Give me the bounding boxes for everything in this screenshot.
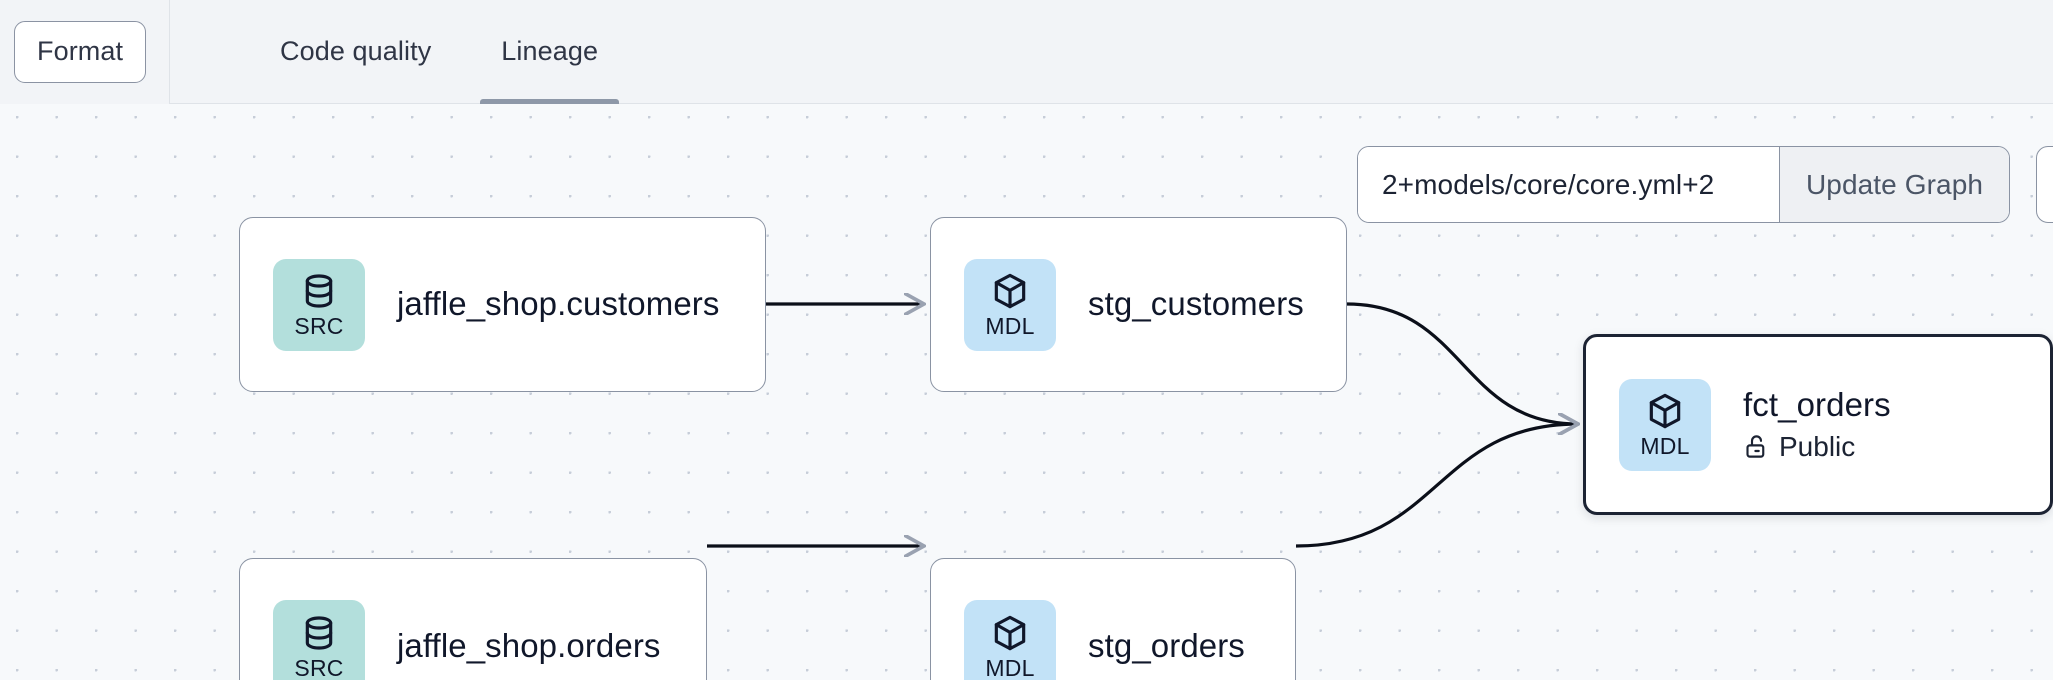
lineage-node-src-customers[interactable]: SRC jaffle_shop.customers [239, 217, 766, 392]
node-title: fct_orders [1743, 386, 1891, 424]
node-visibility: Public [1743, 431, 1891, 463]
node-body: stg_orders [1088, 627, 1245, 666]
node-body: jaffle_shop.orders [397, 627, 661, 666]
badge-mdl-label: MDL [1640, 433, 1690, 459]
node-title: stg_orders [1088, 626, 1245, 664]
tab-lineage[interactable]: Lineage [466, 0, 633, 104]
format-button[interactable]: Format [14, 20, 147, 83]
badge-src: SRC [273, 600, 365, 680]
node-title: jaffle_shop.customers [397, 285, 720, 323]
node-title: jaffle_shop.orders [397, 626, 661, 664]
badge-mdl-label: MDL [985, 313, 1035, 339]
lineage-node-stg-customers[interactable]: MDL stg_customers [930, 217, 1347, 392]
edge-stg-orders-to-fct-orders [1295, 424, 1578, 548]
editor-toolbar: Format Code quality Lineage [0, 0, 2053, 104]
graph-overflow-control[interactable] [2036, 146, 2053, 223]
lineage-node-stg-orders[interactable]: MDL stg_orders [930, 558, 1296, 680]
badge-mdl: MDL [964, 600, 1056, 680]
badge-mdl-label: MDL [985, 654, 1035, 680]
edge-stg-customers-to-fct-orders [1346, 302, 1578, 424]
tab-code-quality[interactable]: Code quality [245, 0, 466, 104]
unlock-icon [1746, 435, 1765, 459]
database-icon [305, 615, 333, 650]
graph-selector-toolbar: Update Graph [1357, 146, 2010, 223]
tab-lineage-label: Lineage [501, 36, 599, 66]
lineage-node-src-orders[interactable]: SRC jaffle_shop.orders [239, 558, 707, 680]
badge-mdl: MDL [964, 258, 1056, 351]
tab-code-quality-label: Code quality [280, 36, 432, 66]
database-icon [305, 274, 333, 308]
tab-underline-active [480, 98, 620, 104]
badge-mdl: MDL [1619, 378, 1711, 471]
update-graph-button[interactable]: Update Graph [1779, 147, 2009, 222]
node-body: stg_customers [1088, 285, 1304, 324]
badge-src: SRC [273, 258, 365, 351]
tab-underline [259, 99, 452, 104]
node-visibility-label: Public [1779, 430, 1856, 462]
cube-icon [994, 615, 1026, 650]
node-body: jaffle_shop.customers [397, 285, 720, 324]
tab-bar: Code quality Lineage [170, 0, 633, 104]
node-title: stg_customers [1088, 285, 1304, 323]
cube-icon [1649, 393, 1681, 429]
badge-src-label: SRC [294, 313, 344, 339]
lineage-node-fct-orders[interactable]: MDL fct_orders Public [1583, 334, 2053, 515]
graph-selector-input[interactable] [1358, 147, 1779, 222]
lineage-canvas[interactable]: SRC jaffle_shop.customers SRC jaffle_sho… [0, 104, 2053, 680]
format-button-container: Format [0, 0, 170, 104]
badge-src-label: SRC [294, 654, 344, 680]
node-body: fct_orders Public [1743, 386, 1891, 463]
cube-icon [994, 273, 1026, 309]
